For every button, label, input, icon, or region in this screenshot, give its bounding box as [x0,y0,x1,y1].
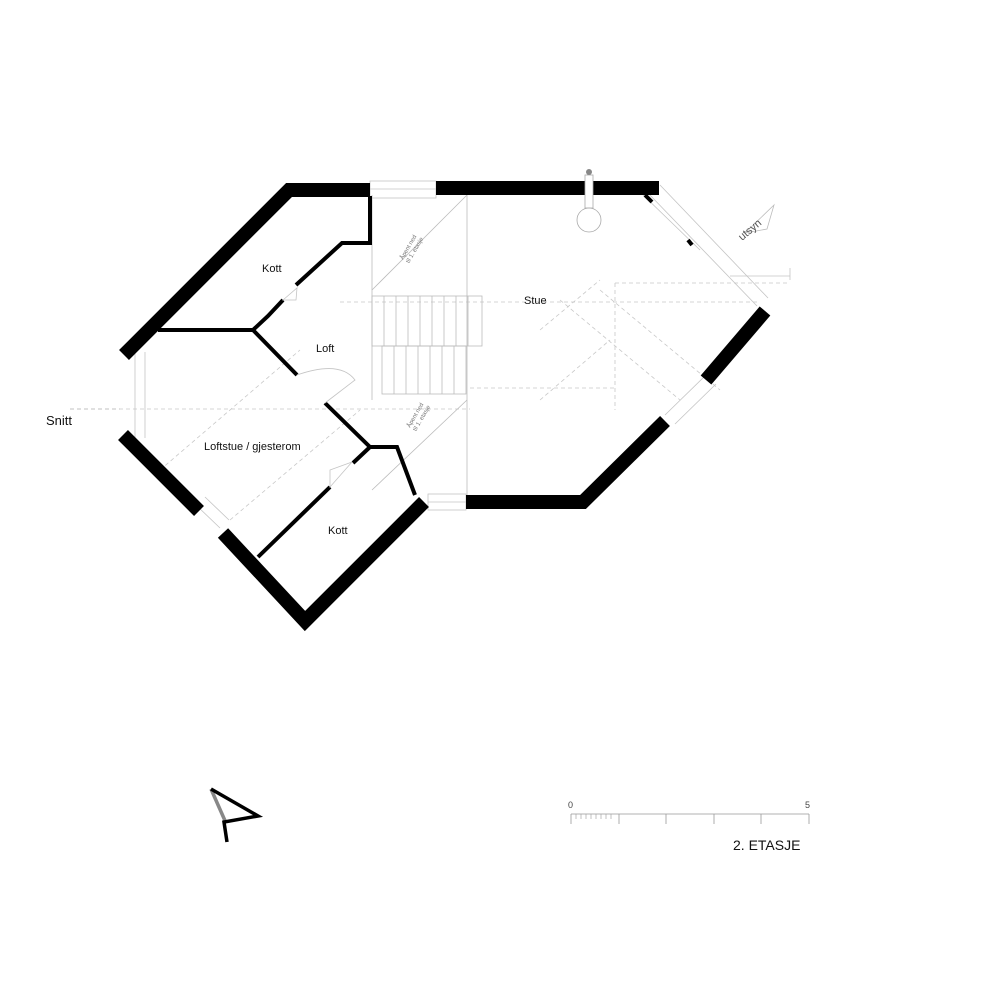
room-label-loft: Loft [316,343,334,355]
room-label-kott-bottom: Kott [328,525,348,537]
north-arrow-icon [209,787,264,843]
section-label: Snitt [46,413,72,428]
exterior-walls [118,181,771,632]
room-label-stue: Stue [524,295,547,307]
windows [134,180,769,529]
stair-note-bottom: Åpent ned til 1. etasje [406,400,433,432]
doors [281,287,356,489]
interior-walls [158,196,417,559]
scale-start-label: 0 [568,800,573,810]
scale-end-label: 5 [805,800,810,810]
drawing-title: 2. ETASJE [733,837,800,853]
room-label-kott-top: Kott [262,263,282,275]
view-marker [730,203,791,280]
guide-lines [70,194,790,521]
scale-bar [570,813,810,824]
stair-note-top: Åpent ned til 1. etasje [399,232,426,264]
room-label-loftstue: Loftstue / gjesterom [204,441,301,453]
stairs [371,295,483,395]
stove-icon [576,169,602,233]
